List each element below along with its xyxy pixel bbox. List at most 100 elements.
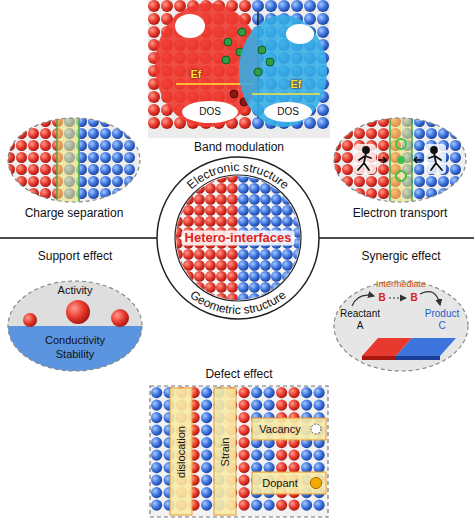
svg-circle [239,437,250,448]
svg-circle [378,176,389,187]
svg-circle [396,171,406,181]
svg-circle [238,205,249,216]
svg-circle [249,205,260,216]
svg-ellipse [8,281,142,371]
svg-circle [151,437,162,448]
svg-circle [450,188,461,199]
svg-circle [238,183,249,194]
svg-circle [28,164,39,175]
inner-label: Dopant [262,477,297,490]
svg-circle [450,164,461,175]
svg-rect [148,0,330,138]
svg-circle [276,400,287,411]
svg-g [429,147,442,170]
svg-circle [112,116,123,127]
svg-circle [205,271,216,282]
svg-circle [258,46,266,54]
node-label: Synergic effect [361,250,440,264]
svg-circle [216,194,227,205]
svg-circle [293,293,304,304]
svg-circle [216,183,227,194]
svg-circle [161,117,173,129]
svg-circle [293,194,304,205]
svg-g [358,147,371,170]
svg-circle [148,117,160,129]
charge-separation-oval: Charge separation [4,116,144,224]
svg-circle [397,156,405,164]
svg-circle [414,188,425,199]
svg-circle [172,194,183,205]
svg-circle [282,282,293,293]
svg-circle [227,260,238,271]
svg-circle [293,238,304,249]
svg-circle [426,116,437,127]
svg-path [352,295,374,306]
svg-circle [260,260,271,271]
svg-rect [170,388,192,515]
inner-label: DOS [277,106,299,118]
svg-circle [276,450,287,461]
inner-label: Strain [219,438,232,467]
svg-circle [227,216,238,227]
svg-circle [151,500,162,511]
svg-circle [172,271,183,282]
defect-effect-panel: Defect effectdislocationStrainVacancyDop… [148,366,330,521]
svg-circle [414,176,425,187]
svg-circle [124,188,135,199]
svg-circle [251,500,262,511]
svg-circle [216,282,227,293]
svg-circle [4,116,15,127]
svg-circle [304,0,316,12]
svg-circle [239,400,250,411]
svg-circle [112,128,123,139]
svg-circle [266,58,274,66]
svg-circle [4,140,15,151]
svg-circle [151,425,162,436]
svg-circle [40,128,51,139]
svg-circle [238,271,249,282]
arc-text: Geometric structure [187,287,288,317]
svg-circle [342,140,353,151]
svg-circle [317,0,329,12]
svg-circle [260,183,271,194]
svg-circle [293,227,304,238]
svg-circle [354,176,365,187]
svg-circle [378,152,389,163]
svg-circle [238,282,249,293]
svg-circle [342,164,353,175]
svg-circle [151,475,162,486]
svg-circle [260,205,271,216]
svg-circle [330,188,341,199]
fermi-level-oval: EfDOS [238,14,328,128]
svg-circle [194,194,205,205]
svg-circle [23,313,37,327]
svg-circle [205,249,216,260]
svg-circle [66,300,90,324]
electron-transport-oval: Electron transport [330,116,470,224]
svg-circle [293,183,304,194]
svg-circle [251,450,262,461]
svg-circle [100,188,111,199]
svg-rect [4,326,146,376]
svg-circle [238,249,249,260]
svg-circle [230,90,238,98]
svg-circle [216,271,227,282]
svg-circle [216,205,227,216]
svg-circle [238,194,249,205]
svg-circle [88,188,99,199]
svg-circle [16,116,27,127]
svg-circle [205,216,216,227]
svg-circle [291,0,303,12]
support-effect-oval: Support effectActivityConductivity Stabi… [4,248,146,374]
inner-label: B [410,292,417,304]
svg-circle [414,140,425,151]
svg-circle [426,128,437,139]
node-label: Electron transport [353,207,448,221]
svg-circle [378,164,389,175]
svg-circle [260,271,271,282]
svg-circle [254,68,262,76]
svg-circle [4,152,15,163]
svg-circle [396,139,406,149]
svg-rect [150,386,328,517]
svg-circle [289,500,300,511]
